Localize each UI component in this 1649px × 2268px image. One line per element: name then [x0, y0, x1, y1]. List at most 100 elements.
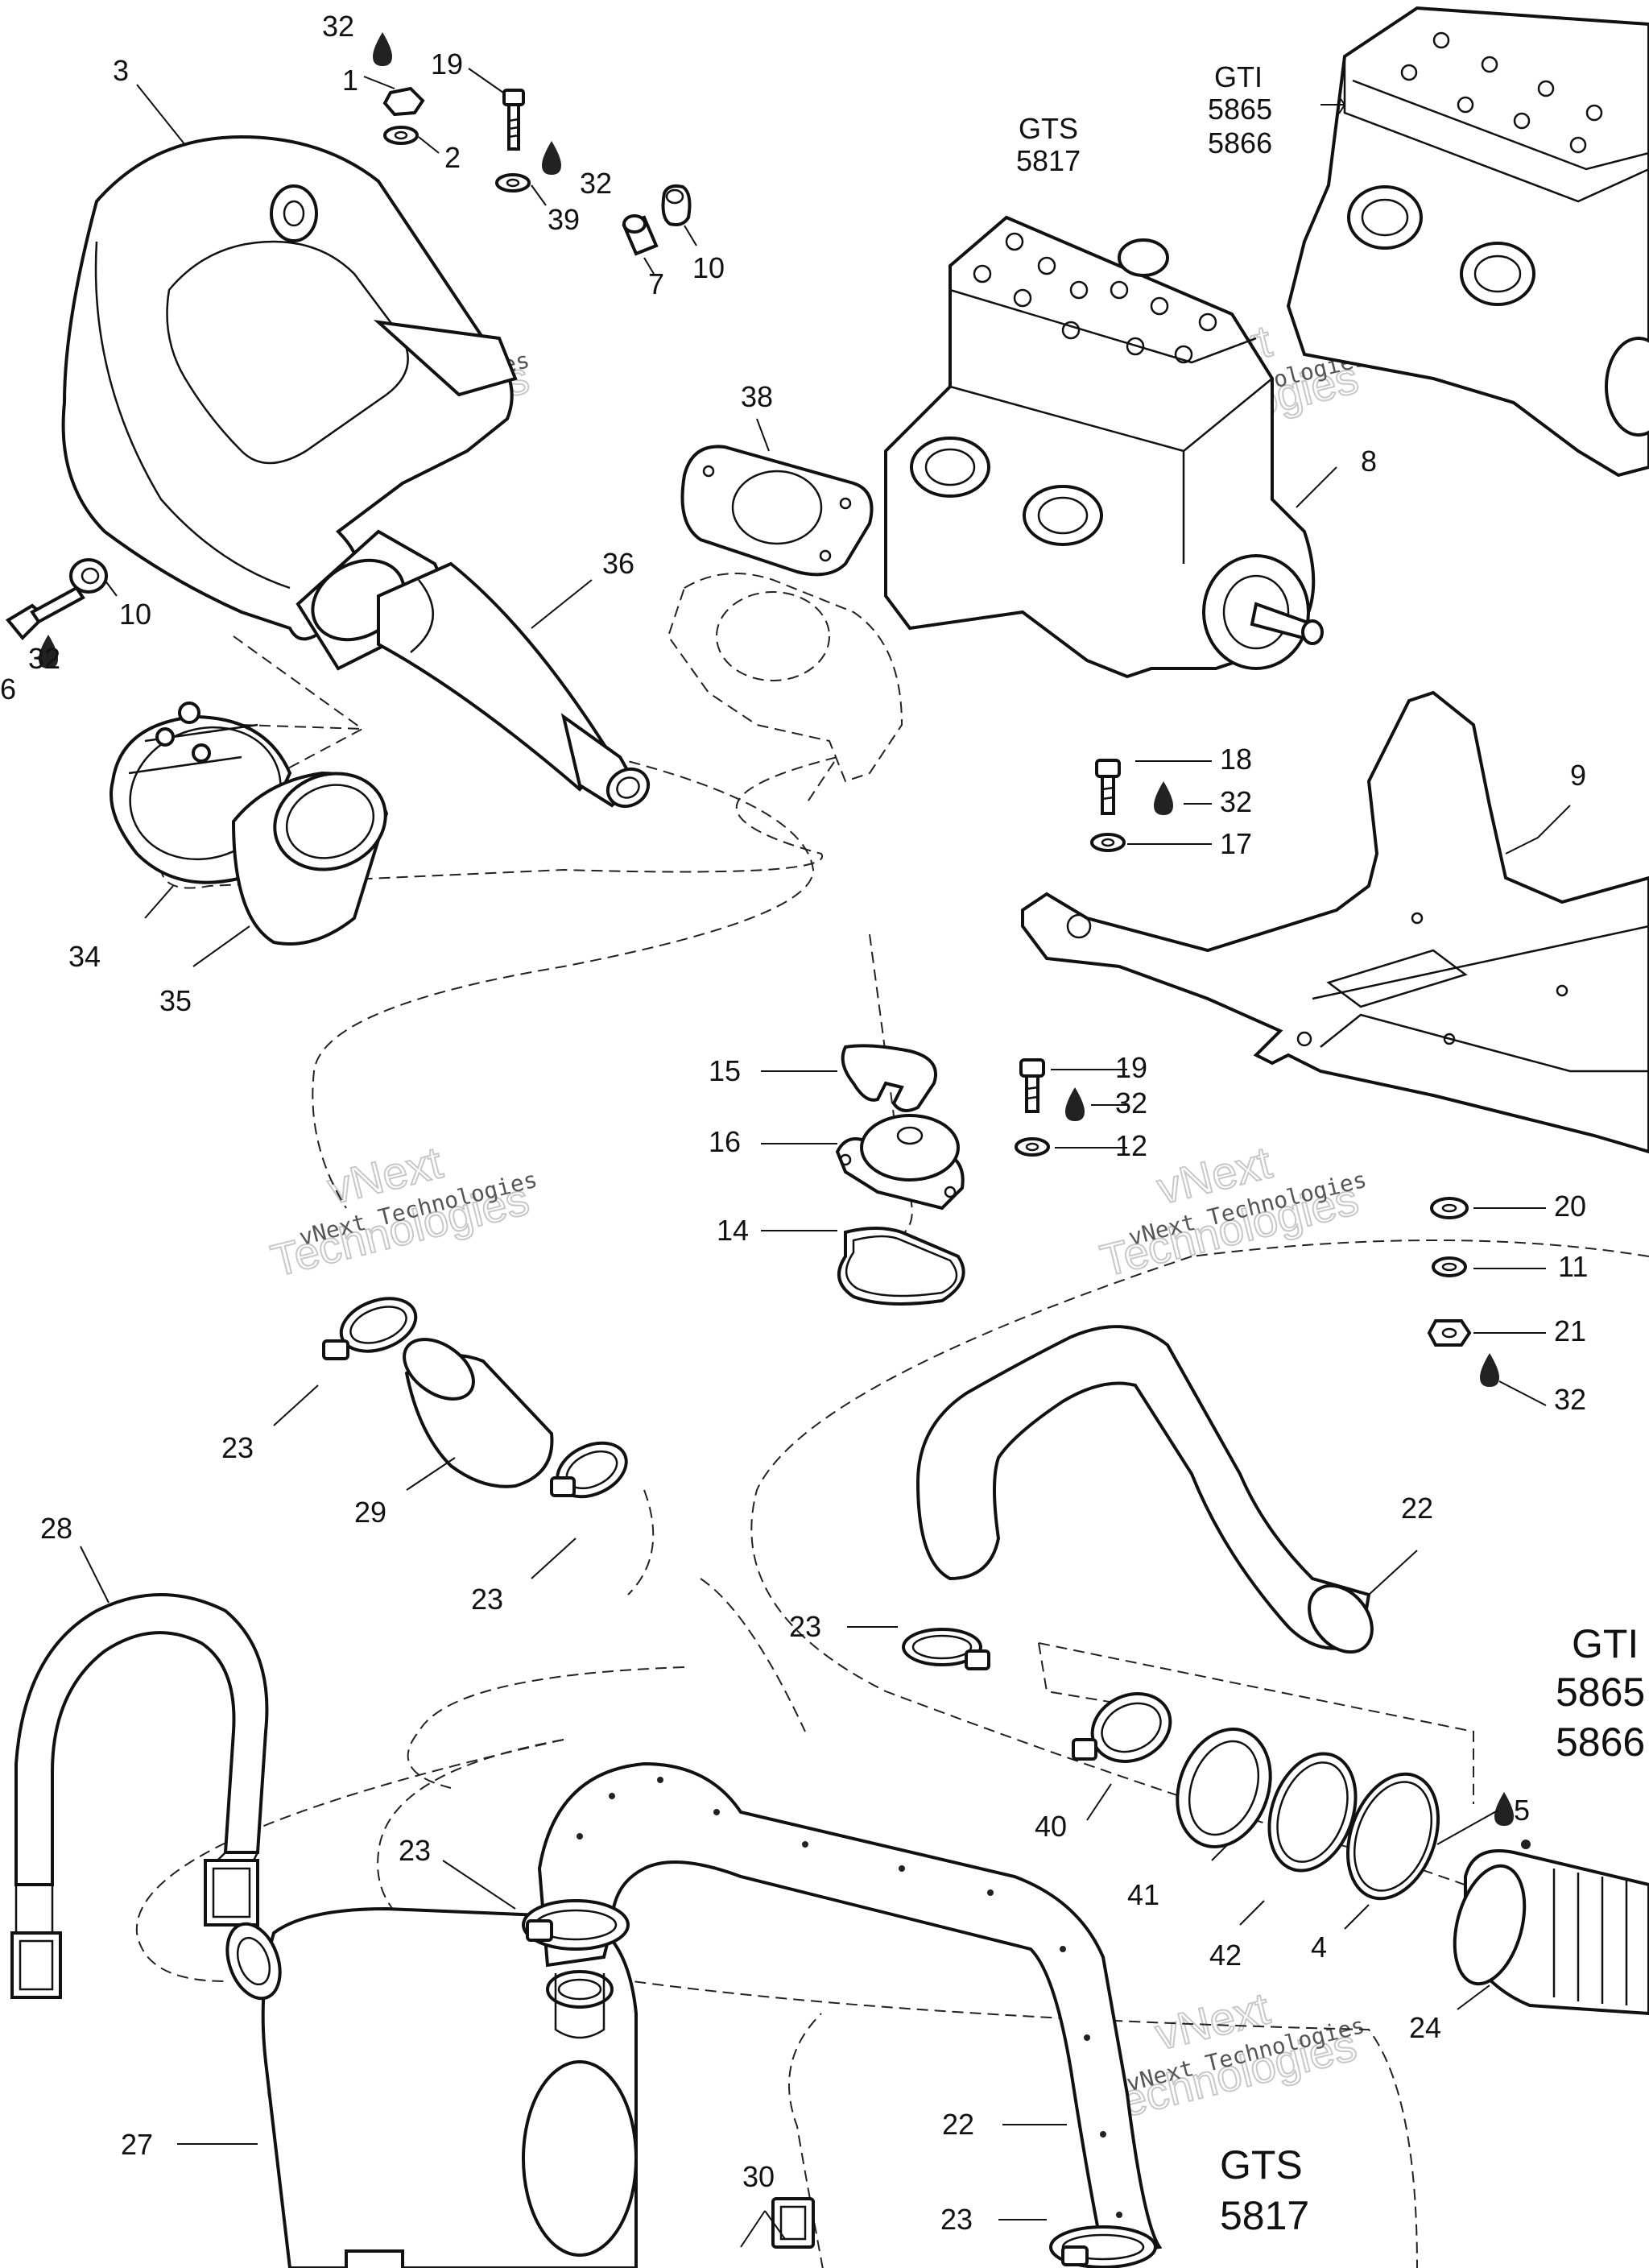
sealant-drop-icon [373, 32, 392, 66]
svg-text:5866: 5866 [1556, 1720, 1645, 1765]
label-32d: 32 [1220, 785, 1252, 818]
label-32c: 32 [28, 642, 60, 675]
svg-text:GTS: GTS [1019, 112, 1078, 145]
label-9: 9 [1570, 759, 1586, 792]
label-20: 20 [1554, 1190, 1586, 1223]
label-39: 39 [548, 203, 580, 236]
label-32e: 32 [1115, 1086, 1147, 1120]
label-5: 5 [1514, 1794, 1530, 1827]
label-40: 40 [1035, 1810, 1067, 1843]
sleeve-part-35 [231, 771, 389, 946]
callout-labels: 32 1 19 2 3 32 39 7 10 10 6 32 38 36 8 1… [0, 10, 1588, 2236]
label-6: 6 [0, 673, 16, 706]
sealant-drop-icon [39, 635, 58, 668]
label-32f: 32 [1554, 1383, 1586, 1416]
phantom-manifold [667, 573, 903, 783]
strap-part-28 [10, 1593, 269, 1999]
variant-label-gti-right: GTI 5865 5866 [1556, 1621, 1645, 1765]
label-41: 41 [1127, 1878, 1159, 1911]
hose-part-22-upper [915, 1325, 1374, 1654]
clamp-part-40 [1072, 1692, 1172, 1763]
label-19b: 19 [1115, 1051, 1147, 1084]
label-36: 36 [602, 547, 634, 580]
sealant-drop-icon [1480, 1353, 1499, 1387]
sealant-drop-icons [39, 32, 1514, 1826]
watermark-mid-left: vNext Technologies vNext Technologies [266, 1136, 540, 1287]
sealant-drop-icon [1494, 1792, 1514, 1826]
clamp-part-23c [902, 1628, 990, 1670]
label-23c: 23 [789, 1610, 821, 1643]
variant-label-gts-top: GTS 5817 [1016, 112, 1081, 177]
label-3: 3 [113, 54, 129, 87]
label-10b: 10 [119, 598, 151, 631]
clamp-part-23d [522, 1899, 630, 1951]
svg-text:5817: 5817 [1220, 2193, 1309, 2238]
clamp-part-23b [550, 1441, 628, 1499]
label-23d: 23 [399, 1834, 431, 1867]
sealant-drop-icon [542, 141, 561, 175]
label-8: 8 [1361, 445, 1377, 478]
label-27: 27 [121, 2128, 153, 2161]
exhaust-pipe-part-3 [61, 135, 651, 809]
label-18: 18 [1220, 743, 1252, 776]
svg-text:5865: 5865 [1208, 93, 1272, 126]
gti-head-bolts [1400, 31, 1603, 154]
nut-part-41 [1176, 1728, 1272, 1848]
mount-hardware [835, 759, 1472, 1347]
label-24: 24 [1409, 2011, 1441, 2044]
svg-text:5817: 5817 [1016, 144, 1081, 177]
svg-text:GTS: GTS [1220, 2142, 1303, 2187]
svg-text:5865: 5865 [1556, 1670, 1645, 1715]
label-1: 1 [342, 64, 358, 97]
label-32b: 32 [580, 167, 612, 200]
label-10a: 10 [692, 251, 725, 284]
clamp-part-23e [1049, 2225, 1157, 2268]
label-12: 12 [1115, 1129, 1147, 1162]
label-2: 2 [444, 141, 461, 174]
hose-texture-dots [577, 1777, 1122, 2218]
label-42: 42 [1209, 1939, 1242, 1972]
label-22b: 22 [942, 2108, 974, 2141]
svg-text:5866: 5866 [1208, 126, 1272, 159]
sealant-drop-icon [1154, 781, 1173, 815]
label-21: 21 [1554, 1314, 1586, 1347]
label-29: 29 [354, 1496, 386, 1529]
label-28: 28 [40, 1512, 72, 1545]
label-11: 11 [1558, 1250, 1588, 1283]
gasket-part-4 [1345, 1772, 1440, 1901]
muffler-part-27 [225, 1906, 638, 2268]
leader-lines [80, 68, 1571, 2248]
label-19a: 19 [431, 48, 463, 81]
hose-part-22-lower [537, 1761, 1163, 2258]
label-23a: 23 [221, 1431, 254, 1464]
label-17: 17 [1220, 827, 1252, 860]
label-16: 16 [709, 1125, 741, 1158]
clamp-part-23a [322, 1297, 418, 1360]
svg-text:GTI: GTI [1572, 1621, 1639, 1666]
label-22a: 22 [1401, 1492, 1433, 1525]
label-23e: 23 [940, 2203, 973, 2236]
sealant-drop-icon [1065, 1087, 1085, 1121]
svg-text:GTI: GTI [1214, 60, 1263, 93]
hose-part-29 [403, 1338, 554, 1488]
label-35: 35 [159, 984, 192, 1017]
variant-label-gti-top: GTI 5865 5866 [1208, 60, 1272, 159]
label-15: 15 [709, 1054, 741, 1087]
engine-support-part-9 [1021, 690, 1649, 1154]
label-4: 4 [1311, 1931, 1327, 1964]
gasket-part-38 [680, 445, 874, 577]
label-14: 14 [717, 1214, 749, 1247]
variant-label-gts-bottom: GTS 5817 [1220, 2142, 1309, 2238]
cylinder-head-bolts [973, 232, 1217, 364]
label-7: 7 [648, 267, 664, 300]
label-38: 38 [741, 380, 773, 413]
label-23b: 23 [471, 1583, 503, 1616]
ring-part-42 [1267, 1752, 1358, 1873]
engine-gti [1286, 6, 1649, 478]
fitting-part-24 [1453, 1840, 1649, 2016]
label-30: 30 [742, 2160, 775, 2193]
hardware-top [5, 86, 692, 640]
label-34: 34 [68, 940, 101, 973]
label-32a: 32 [322, 10, 354, 43]
